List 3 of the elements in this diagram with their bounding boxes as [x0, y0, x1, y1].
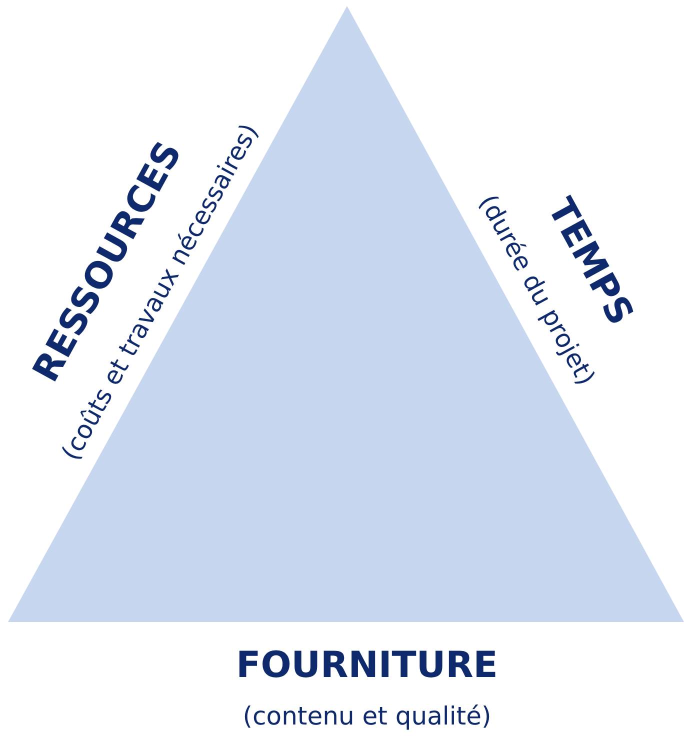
- triangle-shape: [8, 6, 684, 622]
- side-heading: FOURNITURE: [236, 646, 498, 686]
- side-note: (contenu et qualité): [242, 702, 492, 730]
